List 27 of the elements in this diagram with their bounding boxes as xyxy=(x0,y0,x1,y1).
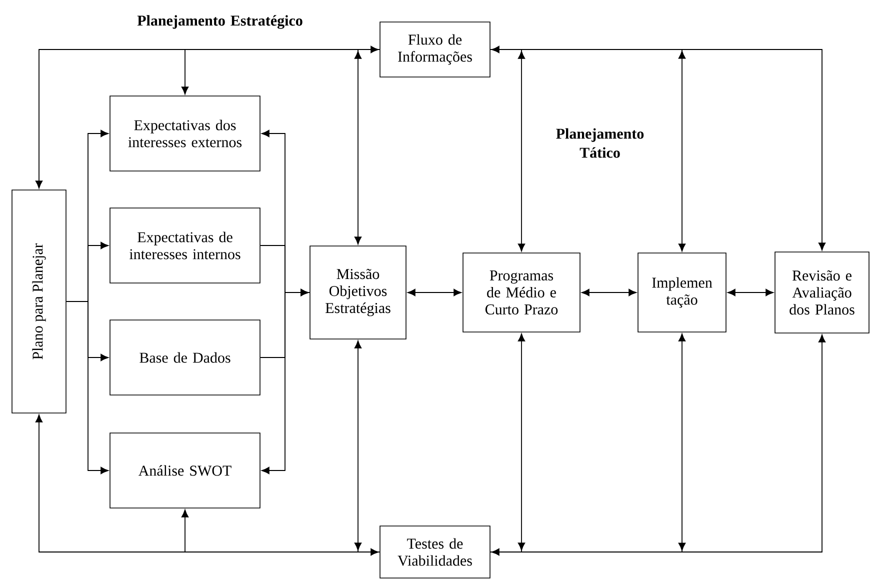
process-box: Expectativas dos interesses externos xyxy=(110,96,260,172)
arrow xyxy=(490,334,686,552)
arrow xyxy=(582,288,636,296)
arrow xyxy=(354,340,380,552)
process-box: Testes de Viabilidades xyxy=(380,526,490,578)
process-box: Expectativas de interesses internos xyxy=(110,208,260,284)
process-box: Fluxo de Informações xyxy=(380,22,490,78)
arrow xyxy=(260,288,308,358)
heading: Planejamento Tático xyxy=(556,128,644,158)
process-box: Análise SWOT xyxy=(110,432,260,508)
process-box: Revisão e Avaliação dos Planos xyxy=(774,252,870,334)
process-box: Implemen tação xyxy=(638,252,726,332)
arrow xyxy=(492,334,826,556)
arrow xyxy=(492,46,826,250)
arrow xyxy=(728,288,774,296)
process-box: Base de Dados xyxy=(110,320,260,396)
arrow xyxy=(35,414,378,556)
heading: Planejamento Estratégico xyxy=(137,15,302,29)
process-box: Missão Objetivos Estratégias xyxy=(310,246,406,340)
arrow xyxy=(354,49,380,244)
arrow xyxy=(262,292,310,474)
arrow xyxy=(490,49,686,252)
arrow xyxy=(408,288,462,296)
process-box: Programas de Médio e Curto Prazo xyxy=(462,252,580,332)
arrow xyxy=(66,301,108,474)
arrow xyxy=(35,46,378,188)
process-box: Plano para Planejar xyxy=(12,190,66,414)
